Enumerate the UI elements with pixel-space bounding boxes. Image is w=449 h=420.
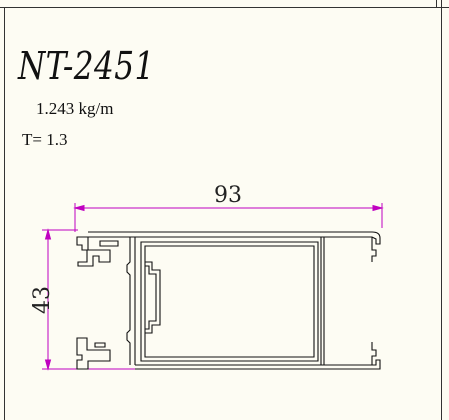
right-top-hook <box>371 237 377 262</box>
height-arrow-bottom <box>44 359 52 371</box>
left-bottom-clip <box>76 337 111 370</box>
profile-model-number: NT-2451 <box>18 44 155 88</box>
right-bottom-hook <box>371 342 377 365</box>
profile-thickness: T= 1.3 <box>22 130 68 149</box>
height-dimension-label: 43 <box>30 286 55 314</box>
inner-rib-outer <box>145 261 161 334</box>
height-dimension <box>42 228 140 371</box>
left-top-clip <box>76 236 111 267</box>
width-dimension-label: 93 <box>214 183 242 208</box>
width-arrow-left <box>73 204 85 212</box>
frame-border-right <box>441 0 442 420</box>
frame-border-top <box>0 7 449 8</box>
width-arrow-right <box>372 204 384 212</box>
left-wall-outer <box>126 237 131 365</box>
aluminium-profile-outline <box>76 231 381 370</box>
bottom-flange <box>135 359 381 370</box>
left-bottom-clip-tab <box>94 342 106 348</box>
profile-weight: 1.243 kg/m <box>36 99 114 118</box>
height-arrow-top <box>44 228 52 240</box>
frame-border-tick <box>436 0 437 7</box>
top-flange <box>88 231 381 245</box>
inner-chamber-outer <box>140 241 319 362</box>
width-dimension <box>73 203 384 232</box>
left-top-clip-tab <box>99 240 119 247</box>
inner-chamber-inner <box>144 245 315 358</box>
frame-border-left <box>4 7 5 420</box>
inner-rib-inner <box>145 265 157 330</box>
